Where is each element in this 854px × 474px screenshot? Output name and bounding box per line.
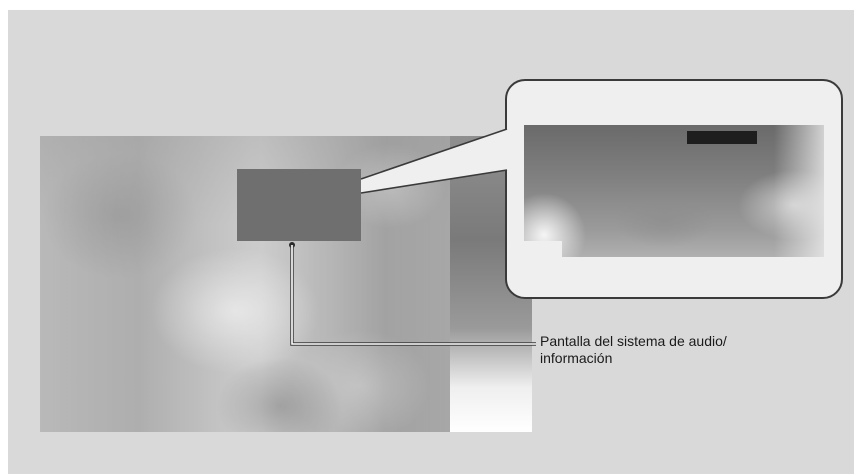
audio-screen-callout-label: Pantalla del sistema de audio/ informaci…	[540, 333, 840, 367]
illustration-frame: Pantalla del sistema de audio/ informaci…	[8, 10, 854, 474]
audio-information-screen-highlight	[237, 169, 361, 241]
zoom-callout-bubble	[505, 79, 843, 299]
callout-label-line-2: información	[540, 350, 840, 367]
zoomed-screen-cutout	[524, 241, 562, 257]
callout-label-line-1: Pantalla del sistema de audio/	[540, 333, 840, 350]
zoomed-screen-fade	[774, 125, 824, 257]
zoomed-screen-dark-bar	[687, 131, 757, 144]
zoomed-screen-detail	[524, 125, 824, 257]
leader-line-anchor-dot	[289, 242, 295, 248]
dashboard-photo	[40, 136, 532, 432]
